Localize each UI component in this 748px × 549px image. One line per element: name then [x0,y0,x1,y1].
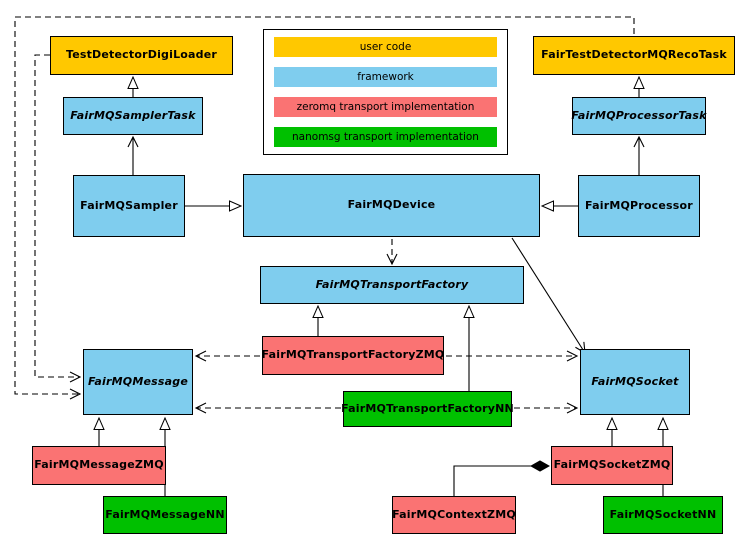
class-node-label: FairMQSamplerTask [70,108,196,122]
class-node-label: FairMQTransportFactoryZMQ [261,348,445,362]
legend-item-user-code: user code [274,37,497,57]
class-node-FairMQDevice[interactable]: FairMQDevice [243,174,540,237]
class-node-FairMQTransportFactoryNN[interactable]: FairMQTransportFactoryNN [341,391,514,427]
class-node-FairMQTransportFactoryZMQ[interactable]: FairMQTransportFactoryZMQ [262,336,444,375]
class-node-FairMQMessage[interactable]: FairMQMessage [83,349,193,415]
class-node-FairMQTransportFactory[interactable]: FairMQTransportFactory [260,266,524,304]
legend-item-zeromq: zeromq transport implementation [274,97,497,117]
class-node-label: FairMQSocketZMQ [553,458,671,472]
class-node-FairMQSocket[interactable]: FairMQSocket [580,349,690,415]
class-node-label: FairMQSampler [80,198,178,212]
class-node-label: FairMQSocketNN [609,507,717,521]
legend-item-nanomsg: nanomsg transport implementation [274,127,497,147]
legend-label-nanomsg: nanomsg transport implementation [292,131,479,143]
class-node-FairTestDetectorMQRecoTask[interactable]: FairTestDetectorMQRecoTask [533,36,735,75]
class-node-label: FairMQProcessor [585,198,693,212]
edge-contextzmq-to-socketzmq [453,466,549,496]
class-node-label: FairMQContextZMQ [392,507,516,521]
legend-label-framework: framework [357,71,414,83]
class-node-label: FairMQTransportFactory [315,277,469,291]
class-node-label: TestDetectorDigiLoader [65,48,218,62]
class-node-TestDetectorDigiLoader[interactable]: TestDetectorDigiLoader [50,36,233,75]
class-node-FairMQMessageNN[interactable]: FairMQMessageNN [103,496,227,534]
class-node-FairMQSocketNN[interactable]: FairMQSocketNN [603,496,723,534]
class-node-label: FairMQDevice [347,198,436,212]
class-node-FairMQSocketZMQ[interactable]: FairMQSocketZMQ [551,446,673,485]
class-node-label: FairMQMessageZMQ [34,458,164,472]
class-node-FairMQSamplerTask[interactable]: FairMQSamplerTask [63,97,203,135]
class-node-label: FairMQMessageNN [105,507,225,521]
legend-label-zeromq: zeromq transport implementation [296,101,475,113]
class-node-FairMQMessageZMQ[interactable]: FairMQMessageZMQ [32,446,166,485]
class-node-FairMQProcessor[interactable]: FairMQProcessor [578,175,700,237]
class-node-FairMQProcessorTask[interactable]: FairMQProcessorTask [571,97,707,135]
legend-panel: user code framework zeromq transport imp… [263,29,508,155]
class-node-label: FairMQProcessorTask [571,108,707,122]
legend-label-user-code: user code [359,41,412,53]
legend-item-framework: framework [274,67,497,87]
class-node-label: FairMQMessage [87,374,189,388]
class-node-label: FairMQTransportFactoryNN [341,401,514,415]
class-node-label: FairTestDetectorMQRecoTask [541,48,727,62]
class-node-label: FairMQSocket [591,374,679,388]
class-node-FairMQSampler[interactable]: FairMQSampler [73,175,185,237]
class-node-FairMQContextZMQ[interactable]: FairMQContextZMQ [392,496,516,534]
